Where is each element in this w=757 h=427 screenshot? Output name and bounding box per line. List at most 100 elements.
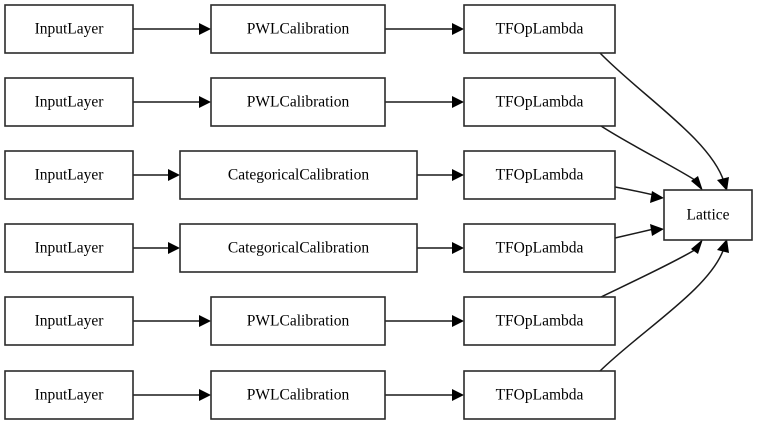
node-label: PWLCalibration: [247, 313, 350, 330]
arrowhead-icon: [168, 169, 180, 181]
edge-cal2-to-lam2: [417, 169, 464, 181]
node-label: InputLayer: [35, 21, 105, 38]
node-rect: [463, 370, 616, 420]
node-rect: [463, 296, 616, 346]
node-label: TFOpLambda: [496, 167, 584, 184]
node-label: TFOpLambda: [496, 94, 584, 111]
edge-lam0-to-lattice: [599, 52, 729, 191]
arrowhead-icon: [650, 191, 664, 203]
node-label: TFOpLambda: [496, 387, 584, 404]
edge-in1-to-cal1: [133, 96, 211, 108]
node-rect: [179, 223, 418, 273]
node-label: TFOpLambda: [496, 21, 584, 38]
node-in4[interactable]: InputLayer: [4, 296, 134, 346]
arrowhead-icon: [199, 389, 211, 401]
arrowhead-icon: [452, 242, 464, 254]
node-lam5[interactable]: TFOpLambda: [463, 370, 616, 420]
edge-cal4-to-lam4: [385, 315, 464, 327]
node-rect: [210, 296, 386, 346]
edge-in3-to-cal3: [133, 242, 180, 254]
arrowhead-icon: [691, 176, 703, 191]
node-lattice[interactable]: Lattice: [663, 189, 753, 241]
node-rect: [463, 4, 616, 54]
node-label: InputLayer: [35, 240, 105, 257]
edge-cal5-to-lam5: [385, 389, 464, 401]
edge-line: [599, 247, 725, 372]
edge-line: [600, 247, 699, 298]
arrowhead-icon: [452, 389, 464, 401]
node-in3[interactable]: InputLayer: [4, 223, 134, 273]
edge-line: [600, 125, 699, 183]
node-rect: [463, 77, 616, 127]
node-label: TFOpLambda: [496, 313, 584, 330]
edge-lam5-to-lattice: [599, 239, 729, 372]
edge-cal3-to-lam3: [417, 242, 464, 254]
node-rect: [4, 223, 134, 273]
node-lam4[interactable]: TFOpLambda: [463, 296, 616, 346]
edge-in5-to-cal5: [133, 389, 211, 401]
node-rect: [463, 223, 616, 273]
node-label: InputLayer: [35, 94, 105, 111]
node-label: Lattice: [686, 207, 729, 224]
node-in1[interactable]: InputLayer: [4, 77, 134, 127]
node-in2[interactable]: InputLayer: [4, 150, 134, 200]
node-label: CategoricalCalibration: [228, 240, 369, 257]
edge-lam1-to-lattice: [600, 125, 703, 191]
node-lam0[interactable]: TFOpLambda: [463, 4, 616, 54]
node-rect: [4, 150, 134, 200]
arrowhead-icon: [452, 315, 464, 327]
node-label: TFOpLambda: [496, 240, 584, 257]
nodes-layer: InputLayerInputLayerInputLayerInputLayer…: [4, 4, 753, 420]
node-rect: [463, 150, 616, 200]
node-cal5[interactable]: PWLCalibration: [210, 370, 386, 420]
arrowhead-icon: [199, 23, 211, 35]
node-rect: [210, 370, 386, 420]
node-label: InputLayer: [35, 167, 105, 184]
node-label: PWLCalibration: [247, 94, 350, 111]
node-label: CategoricalCalibration: [228, 167, 369, 184]
node-rect: [179, 150, 418, 200]
node-rect: [210, 4, 386, 54]
arrowhead-icon: [717, 177, 729, 191]
edge-lam3-to-lattice: [614, 224, 664, 239]
node-cal0[interactable]: PWLCalibration: [210, 4, 386, 54]
arrowhead-icon: [691, 239, 703, 254]
arrowhead-icon: [199, 96, 211, 108]
node-cal4[interactable]: PWLCalibration: [210, 296, 386, 346]
edges-layer: [133, 23, 729, 401]
arrowhead-icon: [717, 239, 729, 253]
node-lam3[interactable]: TFOpLambda: [463, 223, 616, 273]
node-label: InputLayer: [35, 313, 105, 330]
node-rect: [4, 370, 134, 420]
edge-in4-to-cal4: [133, 315, 211, 327]
node-label: PWLCalibration: [247, 21, 350, 38]
node-cal1[interactable]: PWLCalibration: [210, 77, 386, 127]
arrowhead-icon: [452, 23, 464, 35]
edge-cal0-to-lam0: [385, 23, 464, 35]
node-label: InputLayer: [35, 387, 105, 404]
node-rect: [663, 189, 753, 241]
node-in5[interactable]: InputLayer: [4, 370, 134, 420]
arrowhead-icon: [452, 169, 464, 181]
edge-cal1-to-lam1: [385, 96, 464, 108]
node-lam1[interactable]: TFOpLambda: [463, 77, 616, 127]
arrowhead-icon: [199, 315, 211, 327]
node-rect: [4, 4, 134, 54]
edge-lam4-to-lattice: [600, 239, 703, 298]
arrowhead-icon: [452, 96, 464, 108]
node-cal3[interactable]: CategoricalCalibration: [179, 223, 418, 273]
node-label: PWLCalibration: [247, 387, 350, 404]
arrowhead-icon: [168, 242, 180, 254]
edge-in0-to-cal0: [133, 23, 211, 35]
arrowhead-icon: [650, 224, 664, 236]
node-in0[interactable]: InputLayer: [4, 4, 134, 54]
node-lam2[interactable]: TFOpLambda: [463, 150, 616, 200]
node-rect: [210, 77, 386, 127]
node-rect: [4, 77, 134, 127]
edge-in2-to-cal2: [133, 169, 180, 181]
edge-line: [599, 52, 725, 183]
edge-lam2-to-lattice: [614, 186, 664, 203]
node-cal2[interactable]: CategoricalCalibration: [179, 150, 418, 200]
